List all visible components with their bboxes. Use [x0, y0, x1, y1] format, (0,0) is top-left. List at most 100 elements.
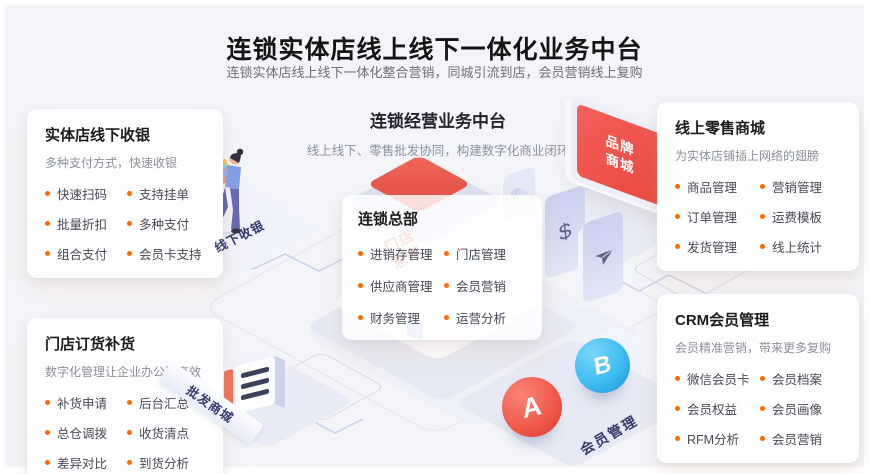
feature-label: 营销管理 — [772, 181, 823, 195]
page-title: 连锁实体店线上线下一体化业务中台 — [226, 35, 643, 64]
feature-label: 批量折扣 — [57, 218, 108, 232]
feature-label: 到货分析 — [139, 457, 190, 471]
cube-stripe — [241, 388, 269, 401]
bullet-dot-icon — [45, 400, 50, 405]
feature-item: 进销存管理 — [358, 244, 440, 263]
card-desc: 会员精准营销，带来更多复购 — [675, 341, 832, 355]
bullet-dot-icon — [127, 460, 132, 465]
bullet-dot-icon — [127, 251, 132, 256]
feature-item: 会员权益 — [675, 399, 756, 418]
bullet-dot-icon — [127, 400, 132, 405]
bullet-dot-icon — [45, 251, 50, 256]
feature-label: 补货申请 — [57, 397, 108, 411]
paper-plane-icon — [595, 248, 614, 265]
feature-item: 补货申请 — [45, 393, 123, 412]
feature-item: 批量折扣 — [45, 214, 123, 233]
bullet-dot-icon — [127, 221, 132, 226]
bullet-dot-icon — [675, 436, 680, 441]
feature-item: 差异对比 — [45, 453, 123, 472]
feature-label: 差异对比 — [57, 457, 108, 471]
feature-label: 快速扫码 — [57, 188, 108, 202]
feature-list: 进销存管理 门店管理 供应商管理 会员营销 财务管理 运营分析 — [358, 244, 526, 327]
bullet-dot-icon — [45, 191, 50, 196]
bullet-dot-icon — [358, 283, 363, 288]
feature-list: 商品管理 营销管理 订单管理 运费模板 发货管理 线上统计 — [675, 177, 841, 256]
feature-label: 微信会员卡 — [687, 373, 750, 387]
page-subtitle: 连锁实体店线上线下一体化整合营销，同城引流到店，会员营销线上复购 — [226, 65, 643, 80]
feature-label: 线上统计 — [772, 241, 823, 255]
feature-item: 组合支付 — [45, 244, 123, 263]
bullet-dot-icon — [675, 214, 680, 219]
bullet-dot-icon — [444, 283, 449, 288]
feature-label: 运费模板 — [772, 211, 823, 225]
feature-list: 补货申请 后台汇总 总仓调拨 收货清点 差异对比 到货分析 — [45, 393, 205, 472]
card-title: 门店订货补货 — [45, 336, 136, 353]
feature-item: 线上统计 — [760, 237, 841, 256]
bullet-dot-icon — [127, 430, 132, 435]
feature-label: 会员营销 — [456, 280, 507, 294]
billboard-text: 品牌 商城 — [605, 133, 635, 177]
feature-label: 商品管理 — [687, 181, 738, 195]
feature-label: 多种支付 — [139, 218, 190, 232]
feature-label: 会员档案 — [772, 373, 823, 387]
feature-label: 后台汇总 — [139, 397, 190, 411]
bullet-dot-icon — [760, 376, 765, 381]
feature-item: 会员营销 — [444, 276, 526, 295]
feature-item: 快速扫码 — [45, 184, 123, 203]
crm-card: CRM会员管理 会员精准营销，带来更多复购 微信会员卡 会员档案 会员权益 会员… — [657, 294, 859, 463]
online-mall-card: 线上零售商城 为实体店铺插上网络的翅膀 商品管理 营销管理 订单管理 运费模板 … — [657, 102, 859, 271]
feature-label: 会员权益 — [687, 403, 738, 417]
feature-label: 会员画像 — [772, 403, 823, 417]
feature-item: 多种支付 — [127, 214, 205, 233]
feature-item: 总仓调拨 — [45, 423, 123, 442]
platform-heading-block: 连锁经营业务中台 线上线下、零售批发协同，构建数字化商业闭环 — [283, 107, 593, 159]
bullet-dot-icon — [45, 221, 50, 226]
bullet-dot-icon — [127, 191, 132, 196]
feature-label: RFM分析 — [687, 433, 740, 447]
dollar-icon: $ — [557, 216, 573, 247]
phone-tile-delivery — [583, 210, 623, 304]
cube-stripe — [241, 377, 269, 390]
feature-item: 到货分析 — [127, 453, 205, 472]
feature-item: 会员卡支持 — [127, 244, 205, 263]
ball-b-letter: B — [592, 349, 613, 381]
feature-item: 门店管理 — [444, 244, 526, 263]
bullet-dot-icon — [358, 315, 363, 320]
feature-label: 供应商管理 — [370, 280, 433, 294]
bullet-dot-icon — [444, 315, 449, 320]
feature-item: 运营分析 — [444, 308, 526, 327]
feature-item: 支持挂单 — [127, 184, 205, 203]
bullet-dot-icon — [760, 214, 765, 219]
feature-label: 收货清点 — [139, 427, 190, 441]
platform-heading: 连锁经营业务中台 — [370, 112, 506, 131]
hq-card: 连锁总部 进销存管理 门店管理 供应商管理 会员营销 财务管理 运营分析 — [342, 195, 542, 340]
card-desc: 多种支付方式，快速收银 — [45, 156, 178, 170]
bullet-dot-icon — [760, 184, 765, 189]
feature-label: 总仓调拨 — [57, 427, 108, 441]
feature-item: RFM分析 — [675, 429, 756, 448]
feature-item: 订单管理 — [675, 207, 756, 226]
feature-item: 会员营销 — [760, 429, 841, 448]
card-title: 线上零售商城 — [675, 120, 766, 137]
feature-item: 运费模板 — [760, 207, 841, 226]
platform-subheading: 线上线下、零售批发协同，构建数字化商业闭环 — [306, 144, 570, 158]
card-title: 连锁总部 — [358, 211, 419, 228]
bullet-dot-icon — [760, 406, 765, 411]
feature-label: 支持挂单 — [139, 188, 190, 202]
feature-label: 订单管理 — [687, 211, 738, 225]
phone-tile-payment: $ — [545, 184, 585, 280]
feature-item: 会员画像 — [760, 399, 841, 418]
feature-item: 发货管理 — [675, 237, 756, 256]
feature-item: 供应商管理 — [358, 276, 440, 295]
feature-item: 营销管理 — [760, 177, 841, 196]
server-cube-icon — [235, 356, 275, 414]
card-title: CRM会员管理 — [675, 312, 770, 329]
ball-b: B — [575, 338, 630, 393]
feature-item: 微信会员卡 — [675, 369, 756, 388]
feature-label: 组合支付 — [57, 248, 108, 262]
feature-item: 收货清点 — [127, 423, 205, 442]
feature-label: 发货管理 — [687, 241, 738, 255]
pos-cashier-card: 实体店线下收银 多种支付方式，快速收银 快速扫码 支持挂单 批量折扣 多种支付 … — [27, 109, 223, 278]
card-desc: 为实体店铺插上网络的翅膀 — [675, 149, 820, 163]
